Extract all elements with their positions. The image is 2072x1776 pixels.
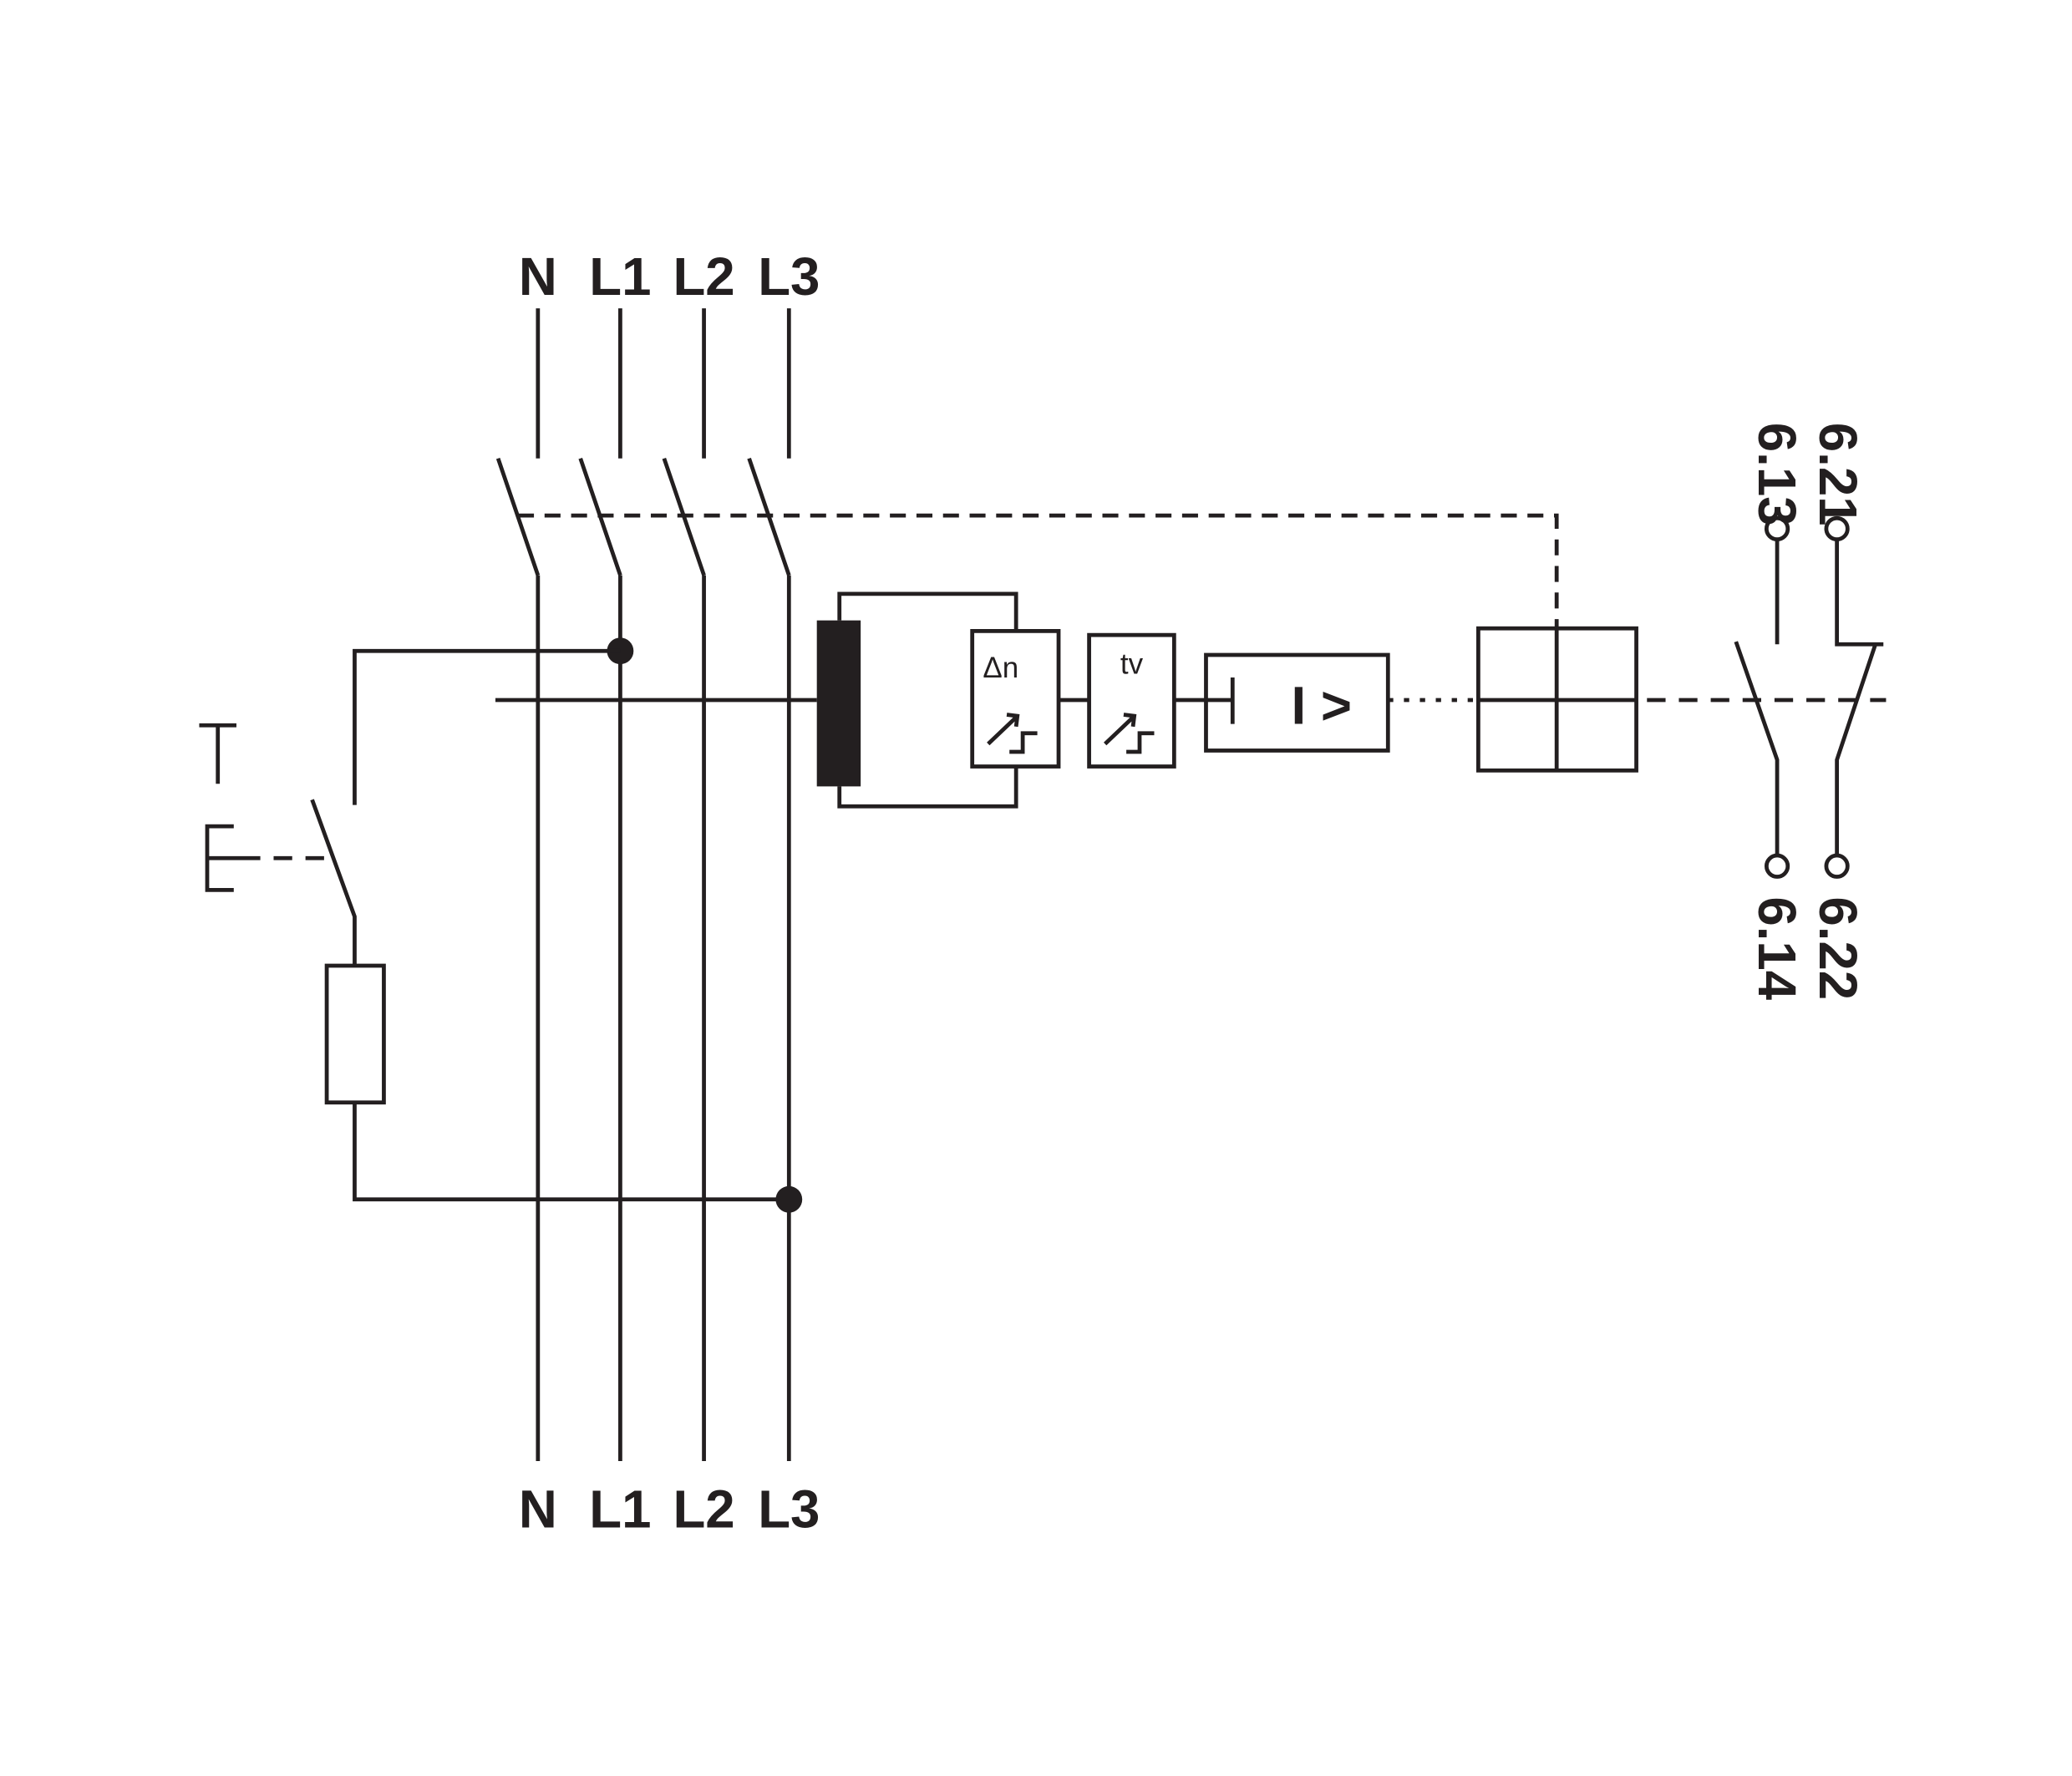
adjustable-step-icon <box>1104 713 1155 754</box>
label-bottom-l3: L3 <box>758 1479 820 1539</box>
trip-release-block: I > <box>1204 652 1390 753</box>
junction-dot-l3 <box>775 1185 803 1213</box>
label-top-l3: L3 <box>758 247 820 307</box>
label-bottom-l2: L2 <box>673 1479 734 1539</box>
terminal-6-21: 6.21 <box>1808 423 1867 526</box>
aux-relay-box <box>1476 626 1638 773</box>
aux-contact-no: 6.13 6.14 <box>1734 423 1806 1001</box>
test-resistor <box>324 963 386 1105</box>
current-transformer-core <box>816 620 861 787</box>
terminal-6-14: 6.14 <box>1747 896 1806 1000</box>
tv-symbol: tv <box>1120 647 1144 680</box>
terminal-6-22: 6.22 <box>1808 896 1867 1000</box>
bottom-pole-labels: N L1 L2 L3 <box>519 1479 820 1539</box>
label-top-l2: L2 <box>673 247 734 307</box>
label-bottom-n: N <box>519 1479 557 1539</box>
label-bottom-l1: L1 <box>589 1479 651 1539</box>
label-top-l1: L1 <box>589 247 651 307</box>
adjustable-step-icon <box>987 713 1038 754</box>
test-button-symbol <box>199 723 330 892</box>
main-poles <box>495 308 791 1461</box>
mechanical-link-dashed <box>518 513 1559 629</box>
label-top-n: N <box>519 247 557 307</box>
test-circuit <box>199 637 803 1213</box>
residual-current-sensor-block: Δn <box>970 628 1061 769</box>
terminal-6-13: 6.13 <box>1747 423 1806 526</box>
trip-symbol: I > <box>1292 677 1352 736</box>
aux-contact-nc: 6.21 6.22 <box>1808 423 1884 1000</box>
time-delay-block: tv <box>1087 632 1176 769</box>
top-pole-labels: N L1 L2 L3 <box>519 247 820 307</box>
delta-n-symbol: Δn <box>983 652 1018 684</box>
